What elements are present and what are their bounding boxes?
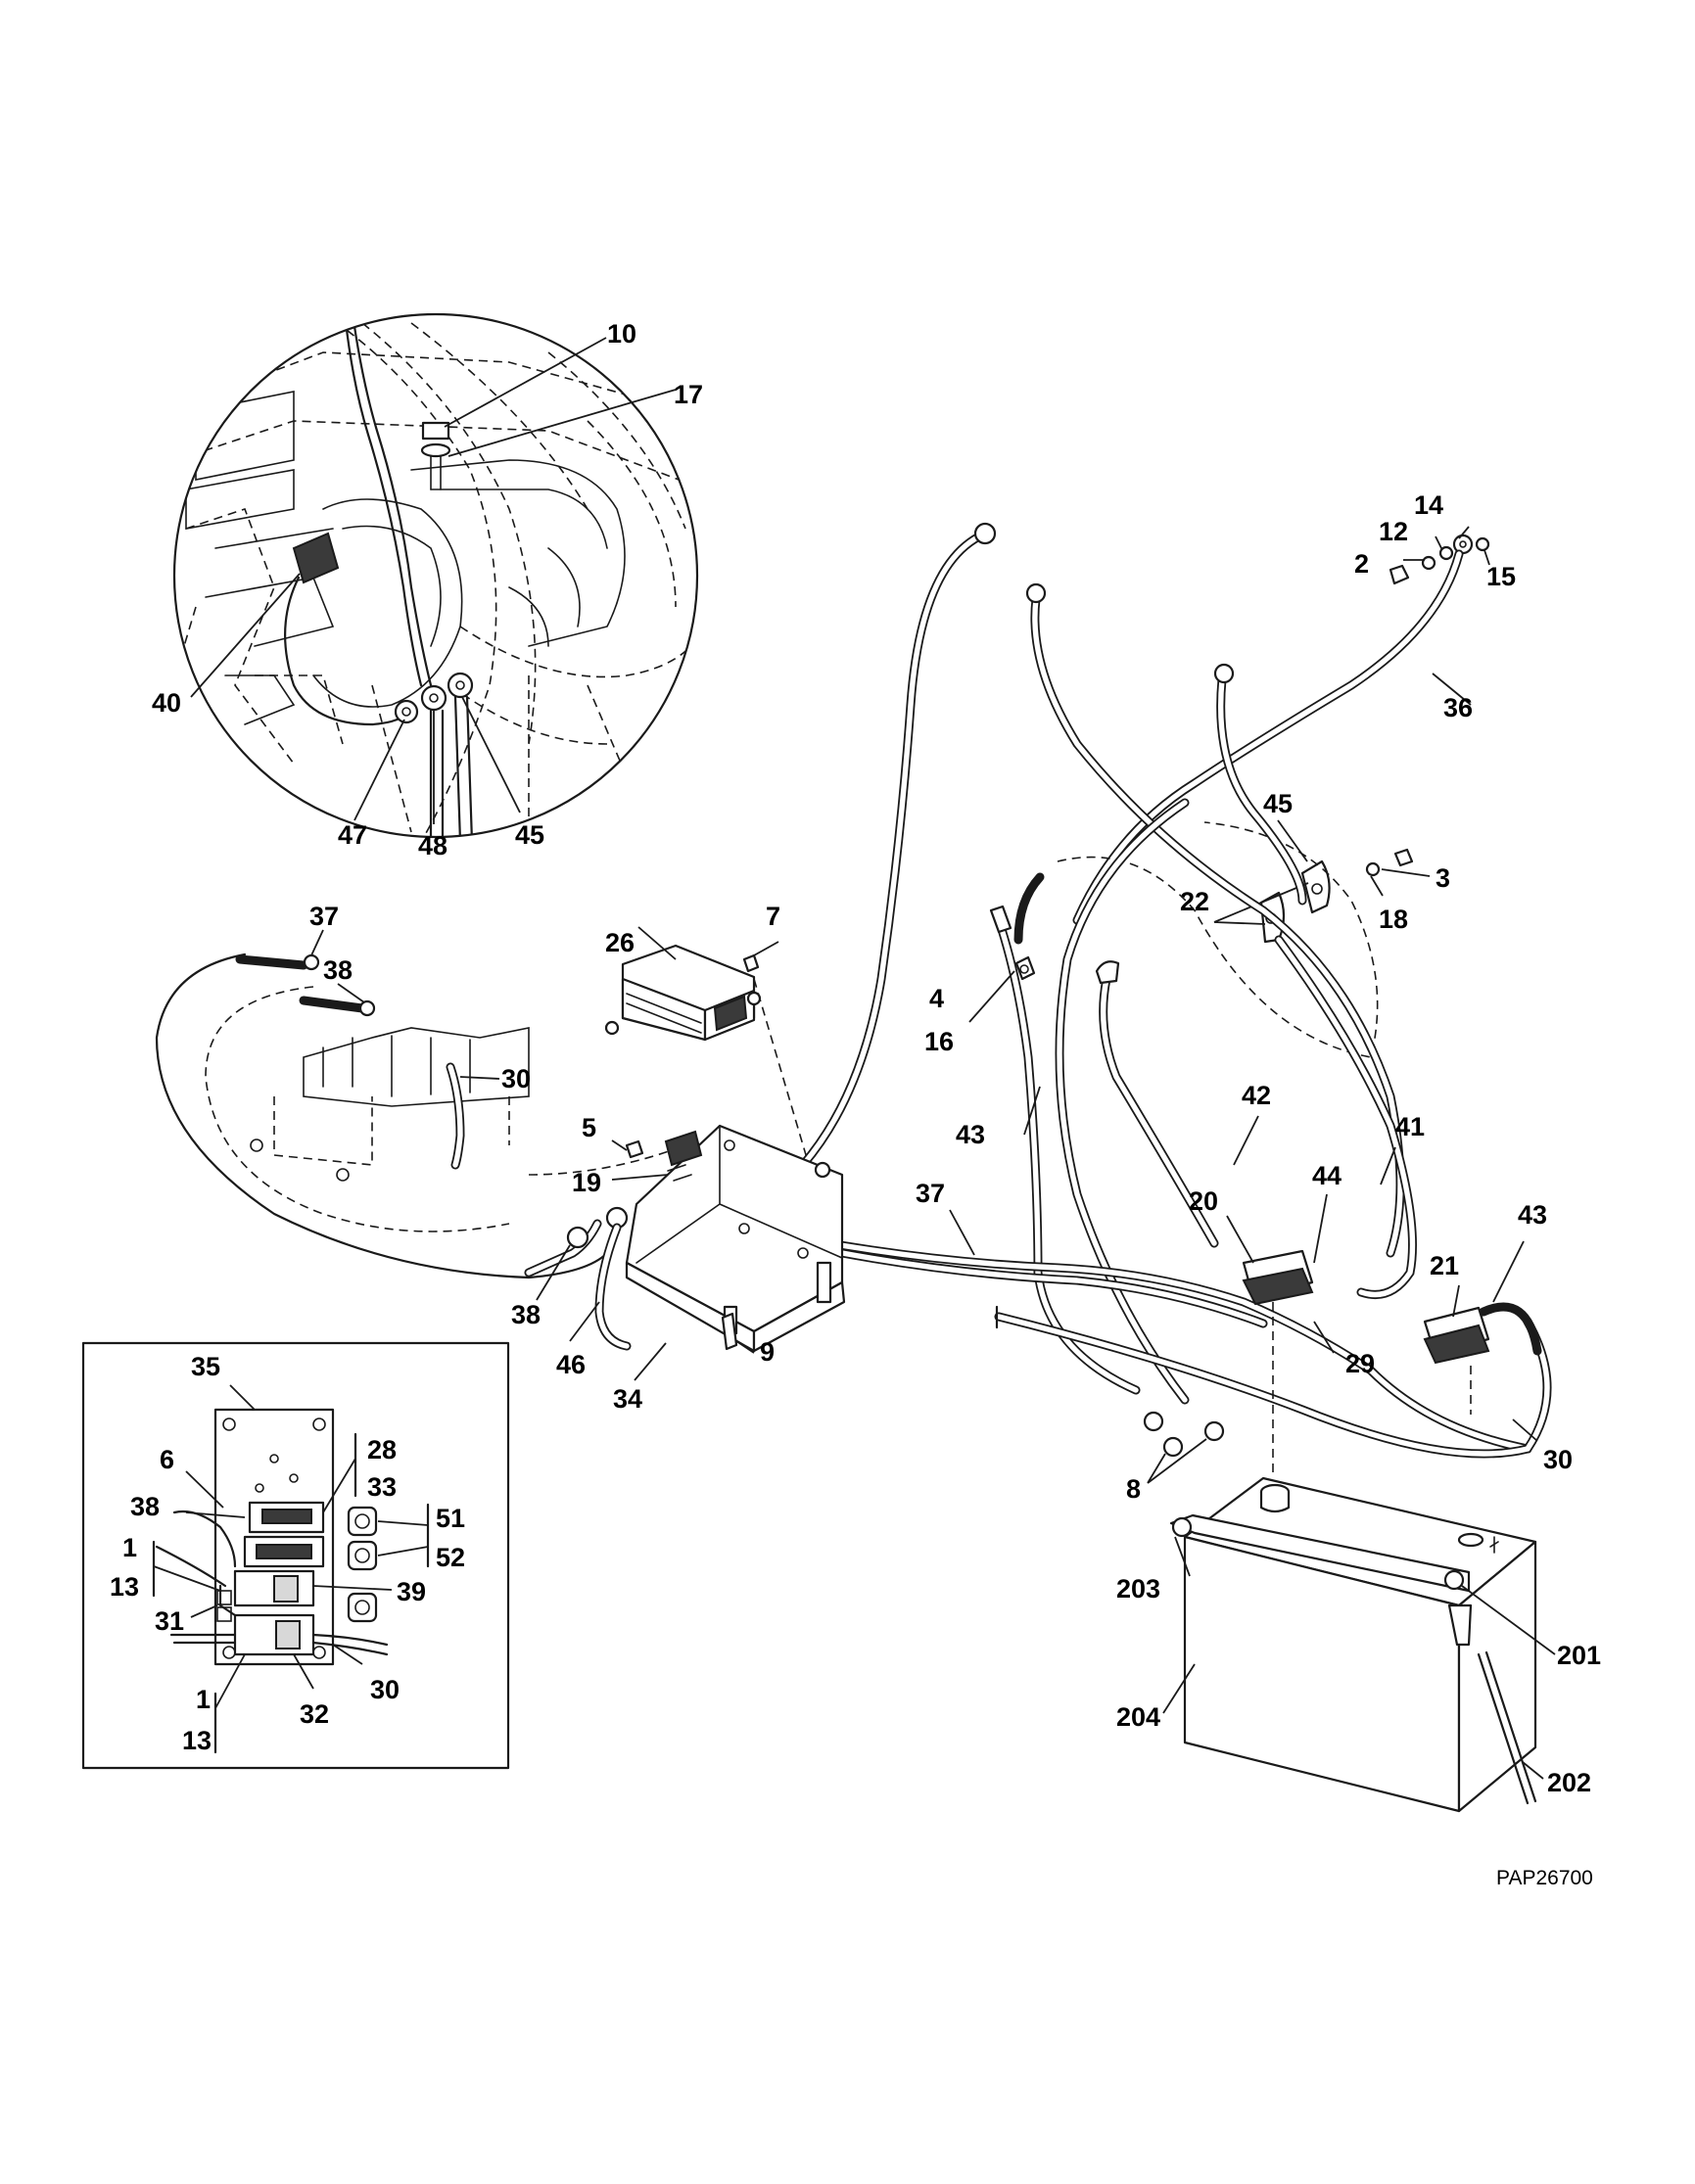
callout-30: 30 bbox=[1543, 1445, 1573, 1474]
callout-37: 37 bbox=[916, 1179, 945, 1208]
callout-1: 1 bbox=[122, 1533, 137, 1562]
callout-36: 36 bbox=[1443, 693, 1473, 722]
callout-30: 30 bbox=[370, 1675, 400, 1704]
callout-19: 19 bbox=[572, 1168, 601, 1197]
drawing-id: PAP26700 bbox=[1496, 1867, 1593, 1889]
callout-20: 20 bbox=[1189, 1186, 1218, 1216]
callout-46: 46 bbox=[556, 1350, 586, 1379]
battery-cable-hardware-group: 12 14 2 15 36 bbox=[1072, 490, 1516, 925]
callout-35: 35 bbox=[191, 1352, 220, 1381]
callout-37: 37 bbox=[309, 902, 339, 931]
callout-15: 15 bbox=[1486, 562, 1516, 591]
callout-48: 48 bbox=[418, 831, 447, 860]
callout-18: 18 bbox=[1379, 905, 1408, 934]
callout-14: 14 bbox=[1414, 490, 1443, 520]
cable-clamp-group: 45 3 22 18 bbox=[1180, 789, 1450, 944]
callout-7: 7 bbox=[766, 902, 780, 931]
callout-29: 29 bbox=[1345, 1349, 1375, 1378]
callout-2: 2 bbox=[1354, 549, 1369, 579]
main-cable-harness: 4 16 43 42 41 37 20 44 21 43 29 30 8 bbox=[749, 522, 1573, 1504]
callout-21: 21 bbox=[1430, 1251, 1459, 1280]
callout-38: 38 bbox=[511, 1300, 541, 1329]
detail-circle-alternator: 10 17 40 47 48 45 bbox=[152, 312, 703, 860]
callout-33: 33 bbox=[367, 1472, 397, 1502]
callout-13: 13 bbox=[110, 1572, 139, 1602]
left-harness-loop: 37 38 30 bbox=[155, 902, 686, 1279]
inset-frame bbox=[81, 1341, 510, 1770]
callout-9: 9 bbox=[760, 1337, 775, 1367]
detail-circle-outline bbox=[172, 312, 699, 839]
callout-16: 16 bbox=[924, 1027, 954, 1056]
callout-43: 43 bbox=[1518, 1200, 1547, 1230]
callout-30: 30 bbox=[501, 1064, 531, 1093]
callout-44: 44 bbox=[1312, 1161, 1342, 1190]
control-module-and-bracket: 26 7 5 19 38 46 34 9 bbox=[511, 902, 846, 1414]
callout-201: 201 bbox=[1557, 1641, 1601, 1670]
callout-12: 12 bbox=[1379, 517, 1408, 546]
callout-40: 40 bbox=[152, 688, 181, 718]
callout-28: 28 bbox=[367, 1435, 397, 1464]
callout-13: 13 bbox=[182, 1726, 212, 1755]
callout-10: 10 bbox=[607, 319, 636, 349]
callout-17: 17 bbox=[674, 380, 703, 409]
callout-39: 39 bbox=[397, 1577, 426, 1606]
callout-4: 4 bbox=[929, 984, 944, 1013]
callout-45: 45 bbox=[515, 820, 544, 850]
callout-52: 52 bbox=[436, 1543, 465, 1572]
callout-8: 8 bbox=[1126, 1474, 1141, 1504]
callout-203: 203 bbox=[1116, 1574, 1160, 1603]
callout-47: 47 bbox=[338, 820, 367, 850]
callout-38: 38 bbox=[323, 955, 353, 985]
callout-51: 51 bbox=[436, 1504, 465, 1533]
inset-fuse-panel-detail: 35 6 28 33 38 51 52 1 13 39 31 30 32 1 1… bbox=[81, 1341, 510, 1770]
callout-45: 45 bbox=[1263, 789, 1293, 818]
callout-41: 41 bbox=[1395, 1112, 1425, 1141]
callout-1: 1 bbox=[196, 1685, 211, 1714]
callout-3: 3 bbox=[1436, 863, 1450, 893]
callout-31: 31 bbox=[155, 1606, 184, 1636]
callout-26: 26 bbox=[605, 928, 635, 957]
callout-204: 204 bbox=[1116, 1702, 1160, 1732]
callout-6: 6 bbox=[160, 1445, 174, 1474]
callout-34: 34 bbox=[613, 1384, 642, 1414]
callout-32: 32 bbox=[300, 1699, 329, 1729]
callout-42: 42 bbox=[1242, 1081, 1271, 1110]
callout-202: 202 bbox=[1547, 1768, 1591, 1797]
callout-43: 43 bbox=[956, 1120, 985, 1149]
callout-38: 38 bbox=[130, 1492, 160, 1521]
callout-5: 5 bbox=[582, 1113, 596, 1142]
battery-assembly: 203 201 204 202 bbox=[1116, 1302, 1601, 1813]
